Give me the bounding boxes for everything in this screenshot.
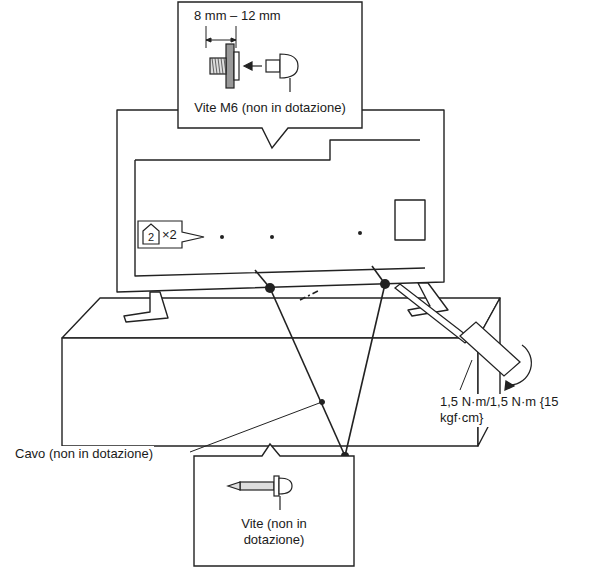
dimension-tick	[206, 26, 207, 48]
cable	[270, 288, 345, 456]
leader-line	[460, 360, 472, 390]
rotation-arrow	[510, 345, 531, 385]
wood-screw-head	[279, 478, 292, 494]
washer	[274, 476, 279, 496]
m6-screw-head	[280, 54, 298, 78]
icon-number: 2	[143, 231, 159, 244]
thread-stroke	[212, 58, 214, 74]
cable	[345, 284, 385, 456]
thread-stroke	[215, 58, 217, 74]
callout-box: Vite (non in dotazione)	[194, 456, 354, 566]
center-line	[300, 290, 320, 300]
part-label: Cavo (non in dotazione)	[14, 446, 154, 462]
dimension-label: 8 mm – 12 mm	[194, 8, 304, 24]
tv-panel-line	[135, 140, 420, 160]
thread-stroke	[221, 58, 223, 74]
leader-line	[289, 78, 290, 92]
leader-line	[190, 402, 322, 452]
callout-frame	[178, 2, 362, 148]
tv-bracket	[226, 44, 234, 88]
screw-hole	[358, 231, 362, 235]
threaded-insert	[210, 58, 226, 74]
tv-terminal-area	[395, 200, 425, 240]
quantity-label: ×2	[162, 227, 182, 243]
cabinet-front	[62, 338, 478, 446]
wood-screw-shank	[240, 482, 274, 490]
part-label: Vite M6 (non in dotazione)	[182, 100, 358, 116]
thread-stroke	[218, 58, 220, 74]
torque-label: 1,5 N·m/1,5 N·m {15 kgf·cm}	[439, 394, 591, 427]
part-label: Vite (non in dotazione)	[224, 516, 324, 547]
callout-box: 8 mm – 12 mm Vite M6 (non in dotazione)	[178, 2, 362, 128]
washer	[234, 52, 239, 80]
dimension-tick	[236, 26, 237, 48]
screwdriver-shaft	[395, 284, 470, 343]
stand-foot	[124, 292, 168, 322]
leader-line	[279, 496, 280, 510]
callout-box: 2×2	[138, 221, 182, 248]
screw-hole	[270, 235, 274, 239]
thread-stroke	[224, 58, 226, 74]
cable-hook	[372, 266, 385, 284]
cable-hook	[255, 270, 270, 288]
callout-frame	[194, 444, 354, 566]
rotation-arrowhead	[505, 381, 514, 390]
m6-screw-shank	[266, 60, 280, 72]
icon-callout-frame	[138, 221, 204, 248]
screw-hole	[220, 235, 224, 239]
parts-icon	[143, 224, 159, 244]
tv-panel-line	[135, 160, 425, 276]
